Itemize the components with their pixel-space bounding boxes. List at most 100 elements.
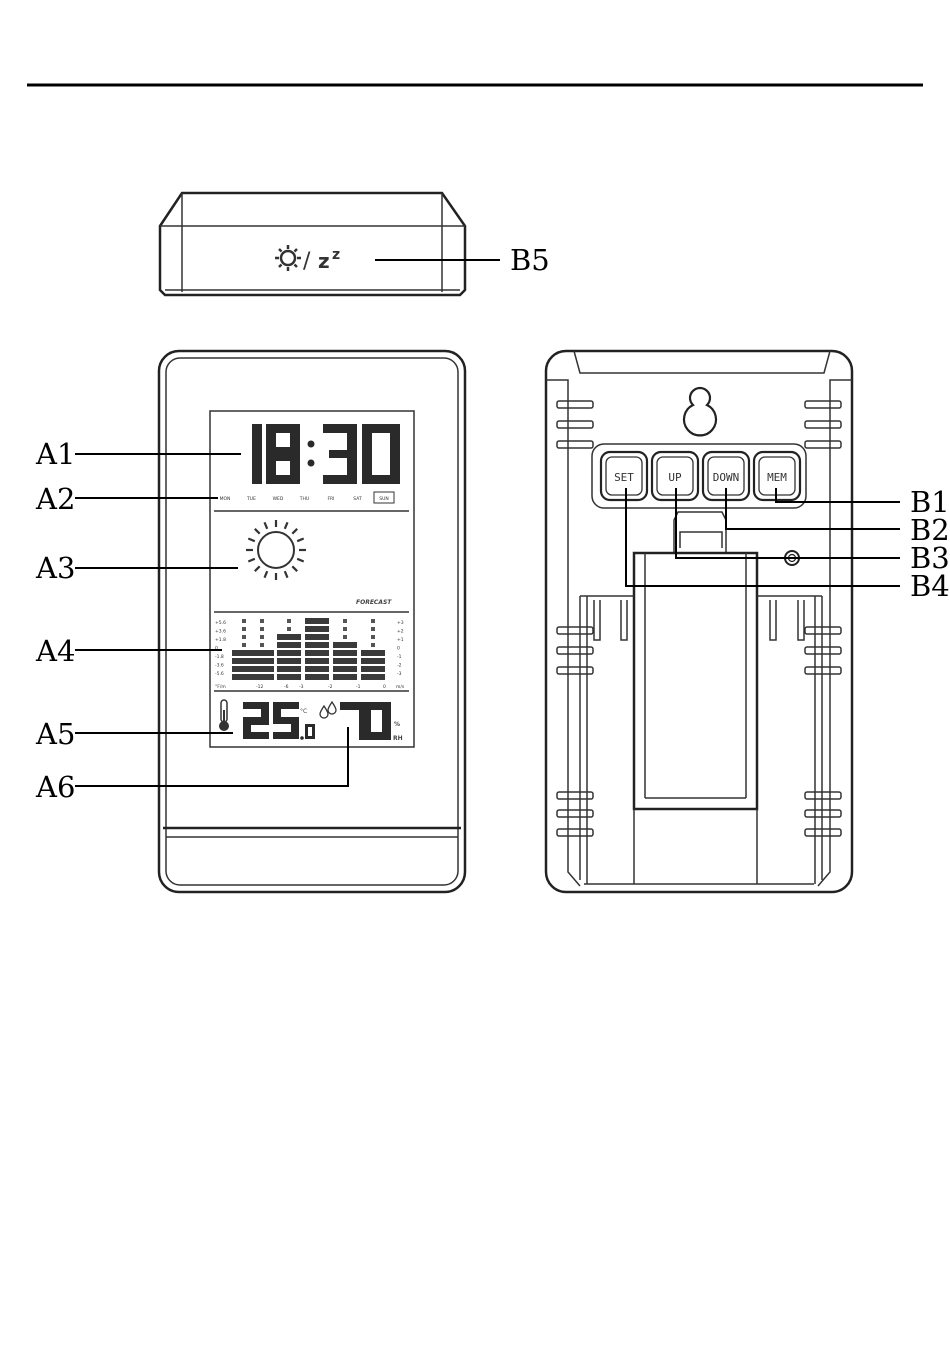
trend-dot: [242, 619, 246, 623]
trend-bar-segment: [277, 634, 301, 640]
top-view: / z z: [160, 193, 465, 295]
trend-dot: [371, 635, 375, 639]
trend-dot: [287, 619, 291, 623]
sun-ray: [285, 571, 288, 578]
forecast-sunny-icon: [246, 520, 306, 580]
set-button[interactable]: SET: [601, 452, 647, 500]
pressure-trend-graph: +5.6+3.6+1.80-1.8-3.6-5.6+3+2+10-1-2-3°F…: [215, 618, 405, 690]
trend-bottom-tick: -2: [328, 684, 333, 690]
sun-ray: [297, 539, 304, 542]
trend-dot: [343, 619, 347, 623]
sun-ray: [265, 522, 268, 529]
trend-dot: [371, 627, 375, 631]
callout-a5: A5: [35, 717, 75, 751]
trend-bar-segment: [305, 634, 329, 640]
trend-bar-segment: [305, 666, 329, 672]
rib-right: [805, 421, 841, 428]
sun-ray: [265, 571, 268, 578]
trend-dot: [260, 643, 264, 647]
trend-bottom-tick: 0: [383, 684, 386, 690]
trend-dot: [343, 635, 347, 639]
trend-left-tick: -3.6: [215, 663, 224, 669]
wall-mount-keyhole: [684, 388, 716, 435]
trend-bar-segment: [305, 658, 329, 664]
trend-right-tick: 0: [397, 646, 400, 652]
trend-bottom-tick: -3: [299, 684, 304, 690]
weekday-row: MONTUEWEDTHUFRISATSUN: [220, 492, 394, 503]
trend-dot: [242, 627, 246, 631]
trend-left-tick: +3.6: [215, 629, 226, 635]
callout-a3: A3: [35, 551, 75, 585]
trend-right-tick: +2: [397, 629, 404, 635]
weekday-wed: WED: [273, 496, 284, 502]
trend-bar-segment: [305, 618, 329, 624]
trend-dot: [260, 627, 264, 631]
rib-left: [557, 401, 593, 408]
trend-bottom-tick: -6: [284, 684, 289, 690]
weekday-fri: FRI: [327, 496, 334, 502]
trend-left-tick: +5.6: [215, 620, 226, 626]
forecast-label: FORECAST: [356, 599, 392, 606]
trend-right-tick: +3: [397, 620, 404, 626]
trend-bar-segment: [277, 666, 301, 672]
rib-right: [805, 441, 841, 448]
clock-digits: [252, 424, 400, 484]
trend-dot: [242, 635, 246, 639]
trend-bar-segment: [361, 674, 385, 680]
trend-left-tick: -5.6: [215, 671, 224, 677]
trend-bar-segment: [333, 650, 357, 656]
trend-bar-segment: [277, 650, 301, 656]
snooze-z-small-icon: z: [332, 247, 340, 263]
trend-bottom-tick: m/s: [396, 684, 405, 690]
trend-dot: [242, 643, 246, 647]
sun-ray: [255, 566, 260, 571]
trend-dot: [371, 619, 375, 623]
rib-right: [805, 627, 841, 634]
trend-dot: [260, 619, 264, 623]
sun-ray: [248, 539, 255, 542]
callout-b5: B5: [510, 243, 550, 277]
trend-bar-segment: [305, 650, 329, 656]
trend-bar-segment: [305, 642, 329, 648]
trend-bar-segment: [277, 658, 301, 664]
sun-ray: [297, 559, 304, 562]
set-button-label: SET: [614, 471, 634, 484]
backlight-sun-icon: [275, 245, 301, 271]
weekday-thu: THU: [299, 496, 309, 502]
callout-a1: A1: [35, 437, 75, 471]
trend-right-tick: -3: [397, 671, 402, 677]
snooze-z-icon: z: [318, 249, 330, 273]
rib-left: [557, 441, 593, 448]
trend-right-tick: -1: [397, 654, 402, 660]
trend-dot: [343, 627, 347, 631]
up-button-label: UP: [668, 471, 682, 484]
trend-dot: [260, 635, 264, 639]
trend-left-tick: -1.8: [215, 654, 224, 660]
trend-bar-segment: [250, 674, 274, 680]
trend-bar-segment: [305, 626, 329, 632]
rib-right: [805, 829, 841, 836]
trend-bottom-tick: -1: [356, 684, 361, 690]
weekday-mon: MON: [220, 496, 231, 502]
mem-button-label: MEM: [767, 471, 787, 484]
callout-a6: A6: [35, 770, 75, 804]
humidity-percent-sign: %: [394, 721, 400, 728]
trend-bar-segment: [333, 674, 357, 680]
trend-dot: [287, 627, 291, 631]
snooze-slash: /: [303, 249, 311, 274]
trend-bottom-tick: -12: [256, 684, 263, 690]
weekday-tue: TUE: [246, 496, 256, 502]
sun-ray: [255, 529, 260, 534]
trend-right-tick: -2: [397, 663, 402, 669]
trend-left-tick: +1.8: [215, 637, 226, 643]
rib-right: [805, 810, 841, 817]
trend-bar-segment: [333, 666, 357, 672]
down-button-label: DOWN: [713, 471, 740, 484]
weekday-sun: SUN: [379, 496, 389, 502]
rib-right: [805, 647, 841, 654]
callout-a4: A4: [35, 634, 75, 668]
rib-left: [557, 421, 593, 428]
back-view: SET UP DOWN MEM: [546, 351, 852, 892]
